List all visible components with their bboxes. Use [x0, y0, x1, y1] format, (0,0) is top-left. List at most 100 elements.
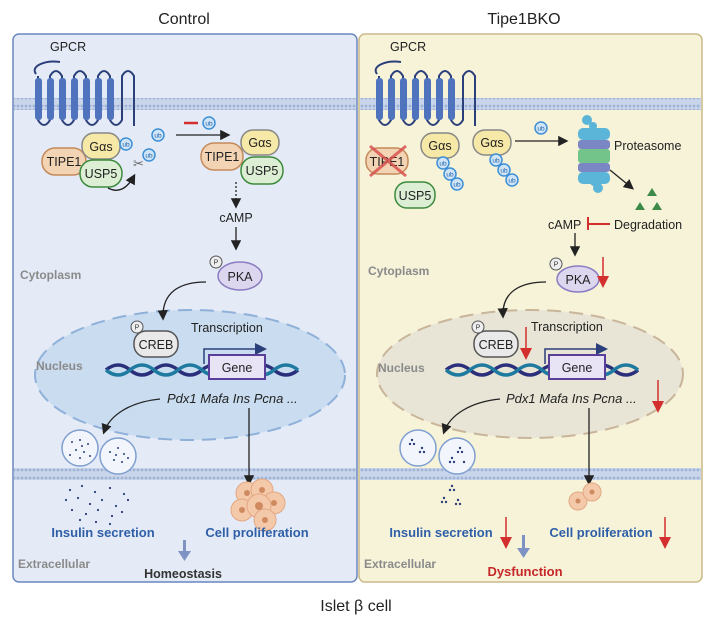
insulin-vesicle: [61, 429, 99, 467]
svg-text:Gene: Gene: [222, 361, 253, 375]
insulin-vesicle: [399, 429, 437, 467]
cytoplasm-label: Cytoplasm: [20, 268, 81, 282]
inhibition-icon: [587, 217, 610, 230]
deubiquitination-arrow: [107, 173, 136, 191]
svg-text:Gαs: Gαs: [480, 136, 503, 150]
gas-protein: Gαs: [81, 132, 121, 160]
cytoplasm-label: Cytoplasm: [368, 264, 429, 278]
svg-text:Gαs: Gαs: [428, 139, 451, 153]
dna-helix-icon: [104, 363, 300, 377]
svg-text:ub: ub: [508, 178, 516, 185]
insulin-vesicle: [99, 437, 137, 475]
creb-protein: CREB P: [471, 320, 519, 358]
insulin-secretion-label: Insulin secretion: [389, 525, 492, 540]
svg-text:TIPE1: TIPE1: [205, 150, 240, 164]
usp5-protein: USP5: [240, 156, 284, 185]
svg-text:ub: ub: [439, 161, 447, 168]
gas-protein: Gαs: [240, 129, 280, 156]
target-genes-label: Pdx1 Mafa Ins Pcna ...: [167, 391, 298, 406]
svg-text:USP5: USP5: [246, 164, 279, 178]
usp5-protein: USP5: [79, 159, 123, 188]
svg-text:USP5: USP5: [399, 189, 432, 203]
panel-control: Control GPCR TIPE1 Gαs USP5: [12, 11, 358, 583]
plasma-membrane-top: [360, 98, 701, 110]
proliferating-cells-icon: [230, 478, 286, 532]
degradation-label: Degradation: [614, 218, 682, 232]
cell-proliferation-label: Cell proliferation: [205, 525, 308, 540]
svg-text:USP5: USP5: [85, 167, 118, 181]
svg-text:CREB: CREB: [479, 338, 514, 352]
transcription-start-arrow: [544, 343, 608, 364]
dna-helix-icon: [444, 363, 640, 377]
svg-text:CREB: CREB: [139, 338, 174, 352]
gpcr-label: GPCR: [50, 40, 86, 54]
down-arrow-icon: [517, 535, 530, 558]
polyubiquitin-chain: ub ub ub: [436, 156, 464, 191]
ubiquitin-icon: ub: [119, 137, 133, 151]
svg-text:PKA: PKA: [565, 273, 591, 287]
gpcr-label: GPCR: [390, 40, 426, 54]
svg-text:ub: ub: [453, 182, 461, 189]
down-arrow-icon: [178, 540, 191, 561]
cross-icon: [369, 144, 407, 178]
usp5-protein: USP5: [394, 181, 436, 209]
svg-text:P: P: [476, 325, 481, 332]
extracellular-label: Extracellular: [364, 557, 436, 571]
svg-text:TIPE1: TIPE1: [47, 155, 82, 169]
secreted-insulin-dots: [64, 484, 130, 526]
gene-box: Gene: [548, 354, 606, 380]
svg-text:ub: ub: [205, 121, 213, 128]
tipe1-knockout: TIPE1: [365, 144, 409, 178]
secretion-arrow: [441, 398, 501, 435]
gas-protein: Gαs: [420, 132, 460, 159]
plasma-membrane-bottom: [14, 468, 356, 480]
proteasome-label: Proteasome: [614, 139, 681, 153]
nucleus-label: Nucleus: [36, 359, 83, 373]
pka-to-creb-arrow: [497, 281, 547, 319]
svg-text:ub: ub: [537, 126, 545, 133]
svg-text:P: P: [214, 260, 219, 267]
tipe1-protein: TIPE1: [200, 142, 244, 171]
homeostasis-label: Homeostasis: [144, 567, 222, 581]
panel-tipe1bko: Tipe1BKO GPCR TIPE1 USP5: [358, 11, 703, 583]
target-genes-label: Pdx1 Mafa Ins Pcna ...: [506, 391, 637, 406]
ubiquitin-icon: ub: [534, 121, 548, 135]
svg-text:Gene: Gene: [562, 361, 593, 375]
transcription-start-arrow: [203, 343, 267, 364]
creb-protein: CREB P: [130, 320, 179, 358]
scissors-icon: ✂: [133, 156, 144, 171]
extracellular-label: Extracellular: [18, 557, 90, 571]
transcription-label: Transcription: [531, 320, 603, 334]
proliferating-cells-icon: [568, 482, 602, 511]
panel-title-tipe1bko: Tipe1BKO: [487, 11, 560, 28]
pka-protein: PKA P: [549, 257, 600, 293]
svg-text:ub: ub: [492, 158, 500, 165]
svg-text:PKA: PKA: [227, 270, 253, 284]
svg-text:ub: ub: [500, 168, 508, 175]
ko-cell-background: [358, 33, 703, 583]
svg-text:Gαs: Gαs: [89, 140, 112, 154]
polyubiquitin-chain: ub ub ub: [489, 153, 519, 187]
dysfunction-label: Dysfunction: [487, 564, 562, 579]
figure-caption: Islet β cell: [320, 598, 391, 615]
pka-protein: PKA P: [209, 255, 263, 291]
insulin-secretion-label: Insulin secretion: [51, 525, 154, 540]
svg-text:ub: ub: [446, 172, 454, 179]
cell-proliferation-label: Cell proliferation: [549, 525, 652, 540]
ubiquitin-icon: ub: [142, 148, 156, 162]
gene-box: Gene: [208, 354, 266, 380]
camp-label: cAMP: [548, 218, 581, 232]
gas-protein: Gαs: [472, 129, 512, 156]
secretion-arrow: [101, 398, 161, 435]
svg-text:ub: ub: [145, 153, 153, 160]
gpcr-helices: [35, 78, 114, 120]
gpcr-helices: [376, 78, 455, 120]
svg-text:ub: ub: [122, 142, 130, 149]
tipe1-protein: TIPE1: [41, 147, 87, 176]
svg-text:P: P: [554, 262, 559, 269]
camp-label: cAMP: [219, 211, 252, 225]
plasma-membrane-bottom: [360, 468, 701, 480]
to-degradation-arrow: [609, 169, 635, 190]
transcription-label: Transcription: [191, 321, 263, 335]
